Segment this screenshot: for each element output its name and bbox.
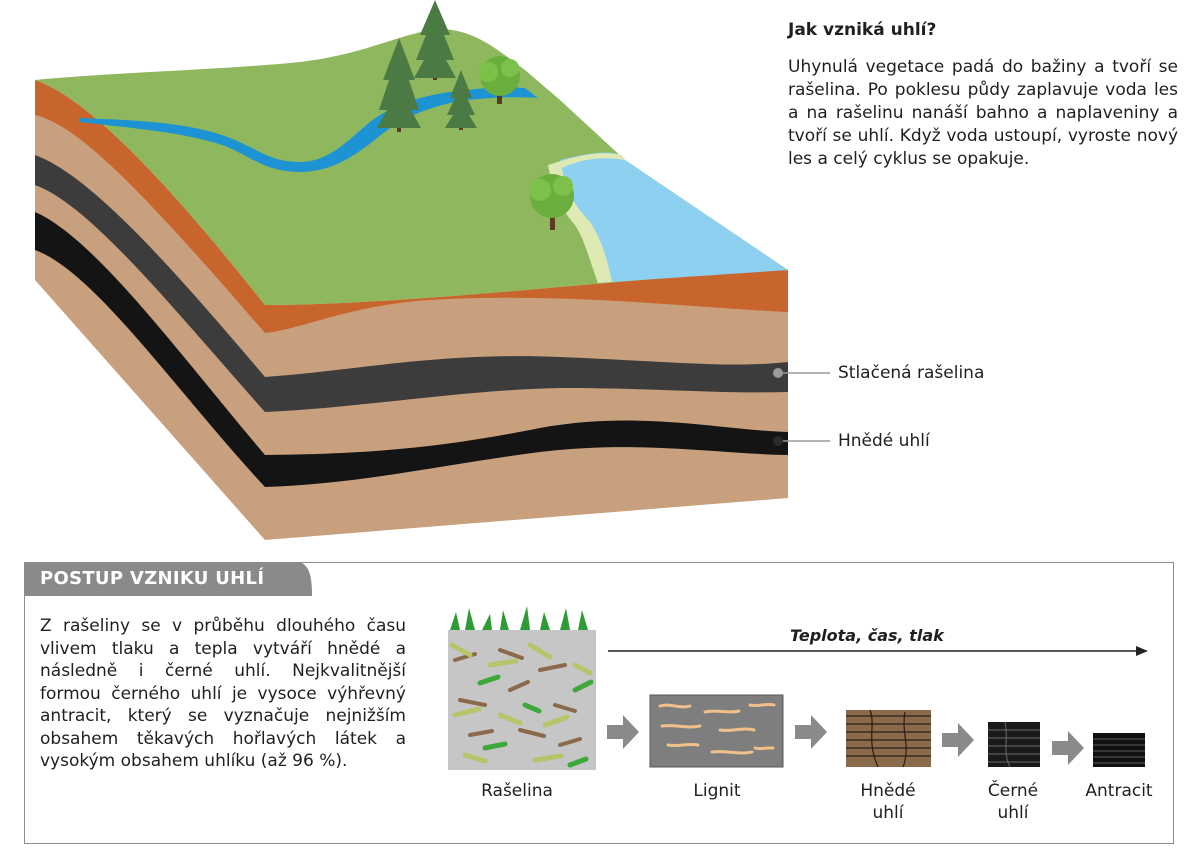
stage-label-peat: Rašelina <box>481 781 553 801</box>
page-heading: Jak vzniká uhlí? <box>788 20 937 40</box>
lignite-sample-icon <box>649 694 784 768</box>
process-axis-arrow <box>608 646 1148 656</box>
block-left-face <box>35 80 265 540</box>
conifer-tree-icon <box>377 38 421 132</box>
lake-shore <box>548 153 625 283</box>
process-arrow-3 <box>942 723 974 757</box>
section-tab-shape <box>24 562 312 596</box>
process-arrow-2 <box>795 715 827 749</box>
front-orange-layer <box>265 270 788 333</box>
deciduous-tree-icon <box>529 174 574 230</box>
left-peat-layer <box>35 155 265 412</box>
peat-sample-icon <box>448 606 596 770</box>
left-coal-layer <box>35 212 265 487</box>
process-arrow-1 <box>607 715 639 749</box>
label-leader-peat <box>773 368 830 378</box>
conifer-tree-icon <box>445 70 477 130</box>
block-top-surface <box>35 29 788 305</box>
intro-paragraph: Uhynulá vegetace padá do bažiny a tvoří … <box>788 57 1178 169</box>
front-coal-layer <box>265 420 788 487</box>
stage-label-anthracite: Antracit <box>1085 781 1153 801</box>
process-axis-label: Teplota, čas, tlak <box>790 626 944 645</box>
anthracite-sample-icon <box>1093 733 1145 767</box>
deciduous-tree-icon <box>478 56 520 104</box>
label-compressed-peat: Stlačená rašelina <box>838 363 985 383</box>
brown-coal-sample-icon <box>846 709 931 768</box>
label-leader-brown-coal <box>773 436 830 446</box>
process-paragraph: Z rašeliny se v průběhu dlouhého času vl… <box>40 616 406 771</box>
stage-label-lignite: Lignit <box>693 781 741 801</box>
left-orange-layer <box>35 80 265 333</box>
label-brown-coal: Hnědé uhlí <box>838 431 930 451</box>
block-front-face <box>265 270 788 540</box>
process-section-box <box>24 562 1174 844</box>
process-arrow-4 <box>1052 731 1084 765</box>
process-section-title: POSTUP VZNIKU UHLÍ <box>40 568 265 589</box>
river <box>80 87 538 172</box>
conifer-tree-icon <box>414 0 456 80</box>
black-coal-sample-icon <box>988 721 1040 768</box>
lake <box>560 152 788 282</box>
front-peat-layer <box>265 356 788 412</box>
